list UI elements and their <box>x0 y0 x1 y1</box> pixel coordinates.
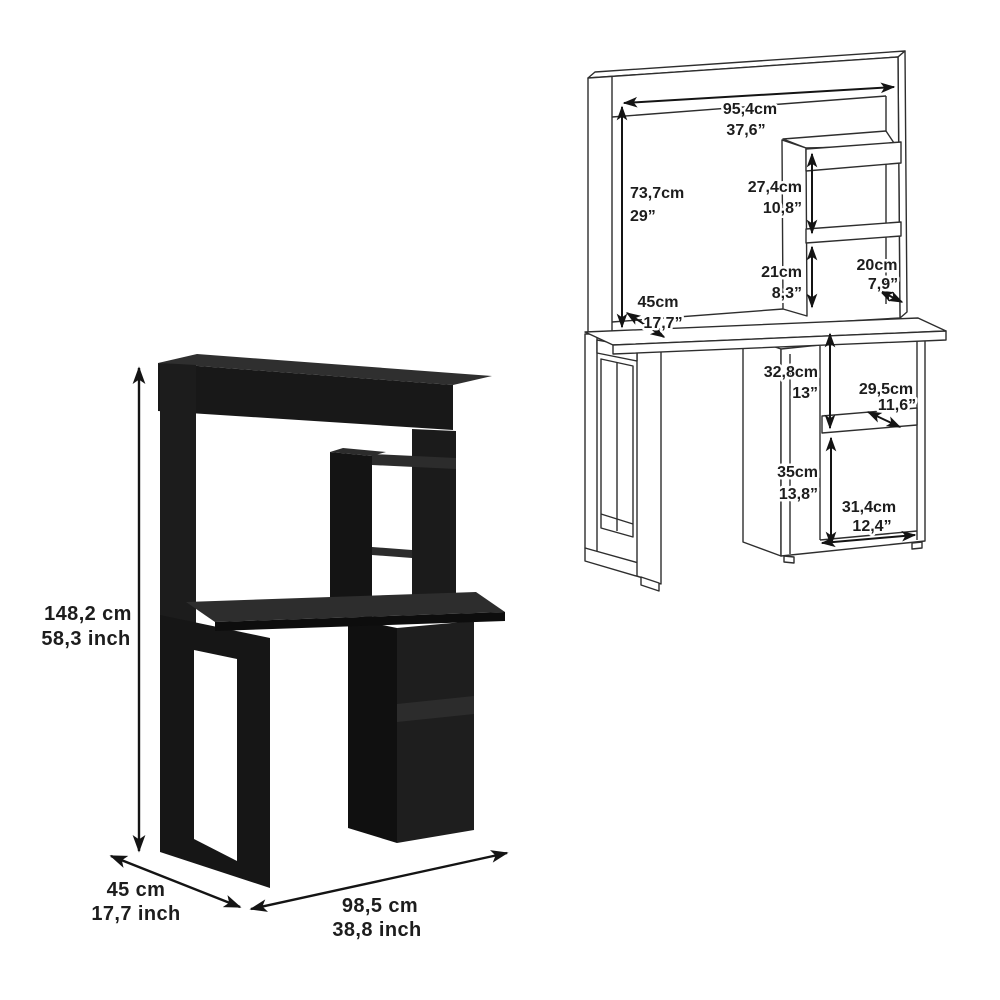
shelf-tower-opening-lower <box>372 558 412 606</box>
upper-cubby-label-inch: 13” <box>792 385 818 402</box>
cubby-depth-arrow <box>866 411 902 428</box>
hutch-width-arrow <box>622 82 896 108</box>
wf-cabinet-foot-left <box>783 555 795 564</box>
shelf-tower-top-shelf <box>372 454 456 469</box>
wf-leg-front-stile <box>636 345 662 585</box>
lower-cubby-label-inch: 13,8” <box>779 486 818 503</box>
left-leg-opening <box>194 650 237 861</box>
wf-shelf-tower-panel <box>781 139 808 317</box>
hutch-depth-label-cm: 45cm <box>638 294 679 311</box>
hutch-width-label-cm: 95,4cm <box>723 101 777 118</box>
lower-shelf-label-cm: 21cm <box>761 264 802 281</box>
hutch-depth-arrow <box>625 312 666 338</box>
upper-cubby-dimension: 32,8cm 13” <box>761 332 836 430</box>
height-dimension-label-cm: 148,2 cm <box>44 603 132 625</box>
shelf-depth-label-inch: 7,9” <box>868 276 898 293</box>
cubby-width-arrow <box>820 530 917 548</box>
height-dimension: 148,2 cm 58,3 inch <box>41 366 146 853</box>
wf-cabinet-foot-right <box>911 541 923 550</box>
shelf-depth-label-cm: 20cm <box>857 257 898 274</box>
shelf-depth-arrow <box>878 290 904 303</box>
upper-cubby-label-cm: 32,8cm <box>764 364 818 381</box>
lower-cubby-label-cm: 35cm <box>777 464 818 481</box>
hutch-height-dimension: 73,7cm 29” <box>616 105 687 329</box>
schematic-wireframe-figure: 95,4cm 37,6” 73,7cm 29” 27,4cm 10,8” 21c… <box>584 50 947 592</box>
depth-dimension: 45 cm 17,7 inch <box>91 854 242 925</box>
wf-hutch-front <box>587 56 901 337</box>
shelf-tower-side-panel <box>330 452 372 618</box>
lower-cubby-dimension: 35cm 13,8” <box>775 436 837 547</box>
cubby-width-label-cm: 31,4cm <box>842 499 896 516</box>
cubby-depth-label-cm: 29,5cm <box>859 381 913 398</box>
depth-dimension-arrow <box>109 854 242 909</box>
lower-shelf-label-inch: 8,3” <box>772 285 802 302</box>
hutch-height-label-cm: 73,7cm <box>630 185 684 202</box>
upper-shelf-label-cm: 27,4cm <box>748 179 802 196</box>
hutch-depth-label-inch: 17,7” <box>643 315 682 332</box>
product-render-figure: 148,2 cm 58,3 inch 45 cm 17,7 inch 98,5 … <box>41 354 509 941</box>
cabinet-middle-shelf <box>397 696 474 722</box>
wf-shelf-tower-middle-shelf <box>805 221 902 244</box>
width-dimension-label-inch: 38,8 inch <box>332 919 421 941</box>
lower-shelf-dimension: 21cm 8,3” <box>759 245 818 309</box>
width-dimension: 98,5 cm 38,8 inch <box>249 850 509 941</box>
upper-shelf-dimension: 27,4cm 10,8” <box>745 152 818 235</box>
hutch-height-label-inch: 29” <box>630 208 656 225</box>
depth-dimension-label-cm: 45 cm <box>107 879 166 901</box>
hutch-width-dimension: 95,4cm 37,6” <box>622 82 896 142</box>
hutch-width-label-inch: 37,6” <box>726 122 765 139</box>
cubby-depth-dimension: 29,5cm 11,6” <box>856 379 919 428</box>
cubby-depth-label-inch: 11,6” <box>878 397 916 414</box>
wf-shelf-tower-top-shelf <box>805 141 902 172</box>
desktop-top-face <box>186 592 505 622</box>
hutch-top-face <box>158 354 492 385</box>
cubby-width-label-inch: 12,4” <box>852 518 891 535</box>
width-dimension-arrow <box>249 850 509 912</box>
shelf-tower-gap <box>386 430 412 452</box>
wf-leg-back-stile <box>584 333 598 553</box>
hutch-right-post <box>412 429 456 612</box>
wf-leg-foot <box>640 576 660 592</box>
wf-leg-inner-panel <box>600 358 634 538</box>
upper-shelf-label-inch: 10,8” <box>763 200 802 217</box>
hutch-top-bar <box>158 363 453 430</box>
hutch-depth-dimension: 45cm 17,7” <box>625 292 685 338</box>
cubby-width-dimension: 31,4cm 12,4” <box>820 497 917 548</box>
height-dimension-label-inch: 58,3 inch <box>41 628 130 650</box>
width-dimension-label-cm: 98,5 cm <box>342 895 418 917</box>
cabinet-body <box>397 621 474 843</box>
desktop-front-edge <box>215 612 505 631</box>
shelf-tower-middle-shelf <box>372 547 412 558</box>
cabinet-side-panel <box>348 618 397 843</box>
depth-dimension-label-inch: 17,7 inch <box>91 903 180 925</box>
shelf-tower-opening-upper <box>372 469 412 547</box>
shelf-depth-dimension: 20cm 7,9” <box>854 255 904 303</box>
